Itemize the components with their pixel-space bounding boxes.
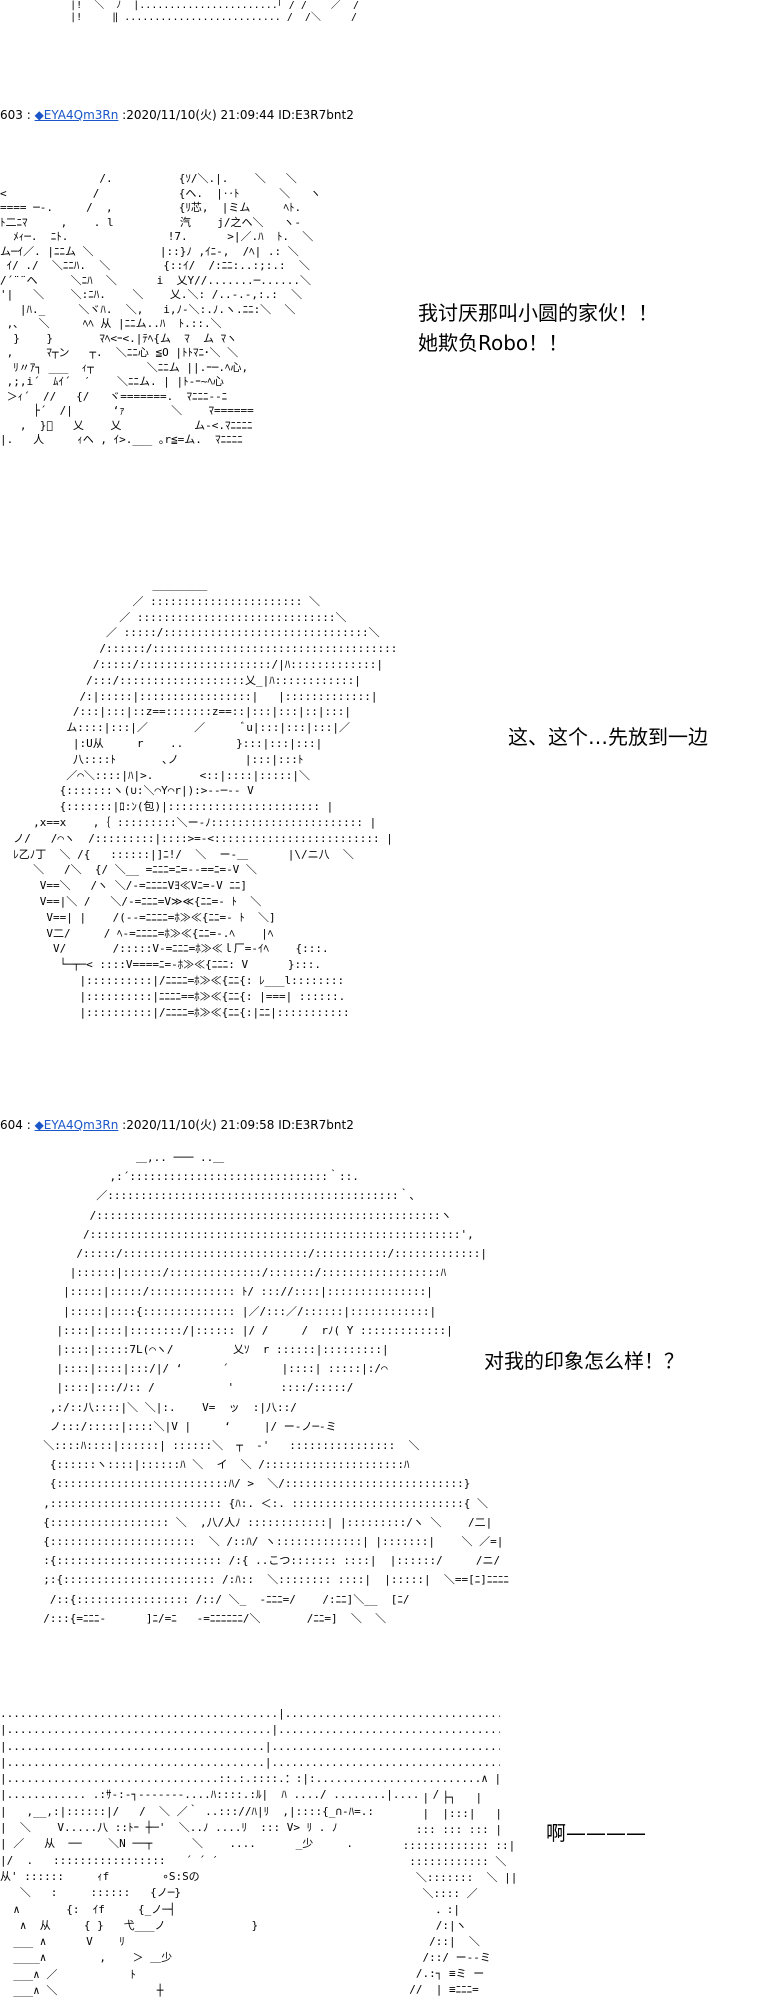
dialog-panel-3: 对我的印象怎么样！？ (484, 1346, 684, 1376)
post-number[interactable]: 604 (0, 1118, 23, 1132)
post-header-604: 604 : ◆EYA4Qm3Rn :2020/11/10(火) 21:09:58… (0, 1116, 354, 1133)
ascii-art-top-fragment: |! ＼ ﾉ |.......................｢ / / ／ /… (70, 0, 359, 23)
poster-name-link[interactable]: ◆EYA4Qm3Rn (34, 1118, 119, 1132)
ascii-art-panel-4: ........................................… (0, 1707, 500, 1998)
post-meta: :2020/11/10(火) 21:09:58 ID:E3R7bnt2 (118, 1118, 354, 1132)
ascii-art-panel-4-right: | ├┐ | | |:::| | ::: ::: ::: | :::::::::… (402, 1791, 518, 1996)
dialog-line: 对我的印象怎么样！？ (484, 1349, 684, 1373)
ascii-art-panel-1: /. {ｿ/＼.|. ＼ ＼ < / {ヘ. |‥ﾄ ＼ ヽ ==== ─-. … (0, 172, 322, 446)
post-separator: : (22, 1118, 35, 1132)
post-header-603: 603 : ◆EYA4Qm3Rn :2020/11/10(火) 21:09:44… (0, 106, 354, 123)
poster-name-link[interactable]: ◆EYA4Qm3Rn (34, 108, 119, 122)
dialog-line: 啊———— (546, 1821, 646, 1845)
dialog-line: 这、这个…先放到一边 (508, 725, 708, 749)
dialog-panel-1: 我讨厌那叫小圆的家伙！！ 她欺负Robo！！ (418, 298, 658, 358)
post-number[interactable]: 603 (0, 108, 23, 122)
dialog-line: 她欺负Robo！！ (418, 331, 569, 355)
post-separator: : (22, 108, 35, 122)
dialog-panel-2: 这、这个…先放到一边 (508, 722, 708, 752)
post-meta: :2020/11/10(火) 21:09:44 ID:E3R7bnt2 (118, 108, 354, 122)
ascii-art-panel-2: ＿＿＿＿＿ ／ ::::::::::::::::::::::: ＼ ／ ::::… (13, 579, 398, 1019)
ascii-art-panel-3: ＿,.. ─── ..＿ ,:´::::::::::::::::::::::::… (43, 1151, 509, 1625)
dialog-line: 我讨厌那叫小圆的家伙！！ (418, 301, 658, 325)
dialog-panel-4: 啊———— (546, 1818, 646, 1848)
